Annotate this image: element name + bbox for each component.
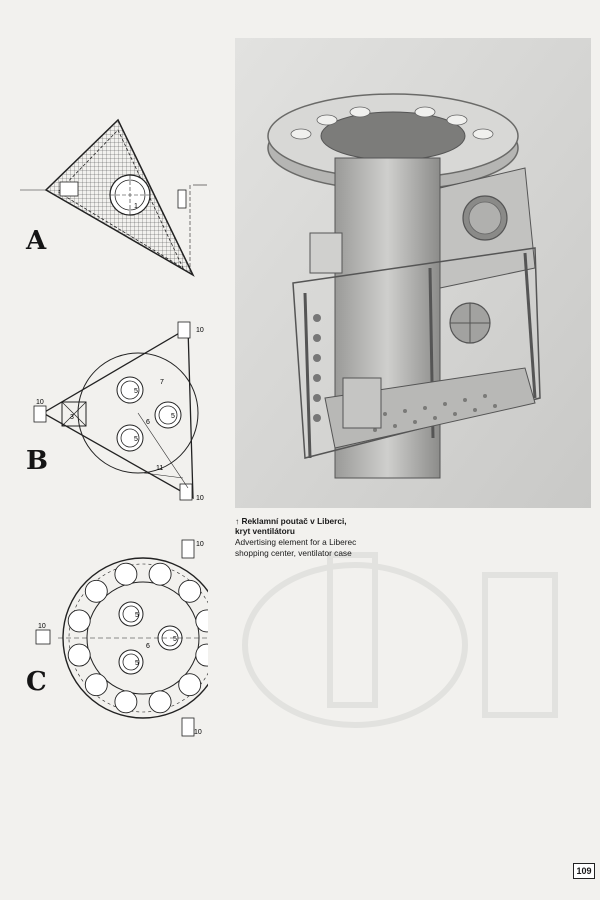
label-7: 7: [160, 379, 164, 386]
ring-hole: [148, 690, 172, 714]
ring-holes: [67, 562, 208, 714]
technical-drawing-a: 1: [18, 110, 208, 300]
caption-czech-line-1: ↑ Reklamní poutač v Liberci,: [235, 516, 347, 526]
caption-english-line-2: shopping center, ventilator case: [235, 548, 352, 558]
label-10-left: 10: [36, 399, 44, 406]
label-10-left: 10: [38, 623, 46, 630]
caption-english-line-1: Advertising element for a Liberec: [235, 537, 357, 547]
figure-letter-b: B: [26, 446, 48, 476]
label-6: 6: [146, 419, 150, 426]
ring-hole: [84, 673, 108, 697]
technical-drawing-c: 10 10 10 5 5 5 6: [18, 538, 208, 738]
label-1: 1: [134, 203, 138, 210]
label-5b: 5: [171, 413, 175, 420]
photo-caption: ↑ Reklamní poutač v Liberci, kryt ventil…: [235, 516, 385, 558]
label-10-bottom: 10: [194, 729, 202, 736]
background-ghost-drawing: [235, 515, 595, 745]
page-number: 109: [573, 863, 595, 879]
figure-letter-a: A: [26, 226, 47, 256]
label-6: 6: [146, 643, 150, 650]
label-5b: 5: [173, 636, 177, 643]
figure-letter-c: C: [26, 667, 47, 697]
technical-drawing-b: 10 10 10 3 5 5 5 6 7 11: [18, 318, 208, 508]
caption-czech-line-2: kryt ventilátoru: [235, 526, 295, 536]
label-5c: 5: [134, 436, 138, 443]
label-10-bottom: 10: [196, 495, 204, 502]
label-10-top: 10: [196, 541, 204, 548]
ring-hole: [67, 643, 91, 667]
label-5a: 5: [135, 612, 139, 619]
ring-hole: [114, 690, 138, 714]
ring-hole: [178, 673, 202, 697]
ring-hole: [195, 609, 208, 633]
ring-hole: [114, 562, 138, 586]
ring-hole: [84, 579, 108, 603]
product-photo: [235, 38, 591, 508]
label-5a: 5: [134, 388, 138, 395]
ring-hole: [195, 643, 208, 667]
ring-hole: [148, 562, 172, 586]
ring-hole: [67, 609, 91, 633]
label-5c: 5: [135, 660, 139, 667]
label-11: 11: [156, 465, 163, 472]
label-10-top: 10: [196, 327, 204, 334]
label-3: 3: [70, 414, 74, 421]
ring-hole: [178, 579, 202, 603]
